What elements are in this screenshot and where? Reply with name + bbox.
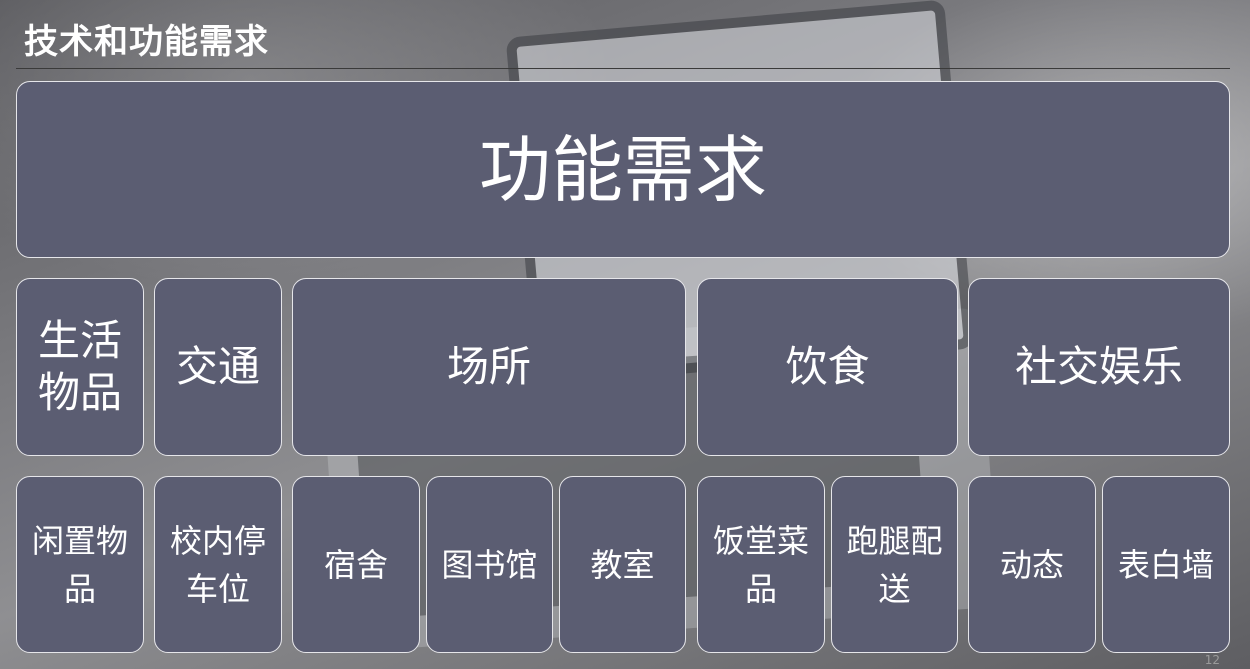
category-daily-goods-line2: 物品 bbox=[37, 368, 122, 417]
item-library: 图书馆 bbox=[426, 476, 553, 653]
category-transport-label: 交通 bbox=[175, 341, 260, 391]
item-line: 饭堂菜 bbox=[712, 521, 809, 560]
item-line: 宿舍 bbox=[323, 545, 388, 584]
item-line: 品 bbox=[744, 569, 777, 608]
item-confession-wall: 表白墙 bbox=[1102, 476, 1230, 653]
item-dormitory: 宿舍 bbox=[292, 476, 420, 653]
item-moments: 动态 bbox=[968, 476, 1096, 653]
item-line: 校内停 bbox=[169, 521, 266, 560]
category-social: 社交娱乐 bbox=[968, 278, 1230, 456]
item-line: 闲置物 bbox=[31, 521, 128, 560]
item-line: 送 bbox=[878, 569, 911, 608]
category-places-label: 场所 bbox=[446, 341, 531, 391]
category-places: 场所 bbox=[292, 278, 686, 456]
item-errand-delivery: 跑腿配 送 bbox=[831, 476, 958, 653]
page-number: 12 bbox=[1204, 653, 1220, 667]
category-transport: 交通 bbox=[154, 278, 282, 456]
item-canteen-dishes: 饭堂菜 品 bbox=[697, 476, 825, 653]
category-daily-goods: 生活 物品 bbox=[16, 278, 144, 456]
title-divider bbox=[16, 68, 1230, 69]
category-daily-goods-line1: 生活 bbox=[37, 315, 122, 365]
item-line: 跑腿配 bbox=[846, 521, 943, 560]
category-social-label: 社交娱乐 bbox=[1014, 341, 1183, 391]
category-food: 饮食 bbox=[697, 278, 958, 456]
item-line: 车位 bbox=[185, 569, 250, 608]
item-campus-parking: 校内停 车位 bbox=[154, 476, 282, 653]
root-node: 功能需求 bbox=[16, 81, 1230, 258]
item-line: 教室 bbox=[590, 545, 655, 584]
item-line: 动态 bbox=[999, 545, 1064, 584]
slide-title: 技术和功能需求 bbox=[24, 22, 269, 62]
item-idle-goods: 闲置物 品 bbox=[16, 476, 144, 653]
root-node-label: 功能需求 bbox=[478, 127, 767, 212]
category-food-label: 饮食 bbox=[785, 341, 870, 391]
item-classroom: 教室 bbox=[559, 476, 686, 653]
item-line: 图书馆 bbox=[441, 545, 538, 584]
item-line: 品 bbox=[63, 569, 96, 608]
item-line: 表白墙 bbox=[1117, 545, 1214, 584]
